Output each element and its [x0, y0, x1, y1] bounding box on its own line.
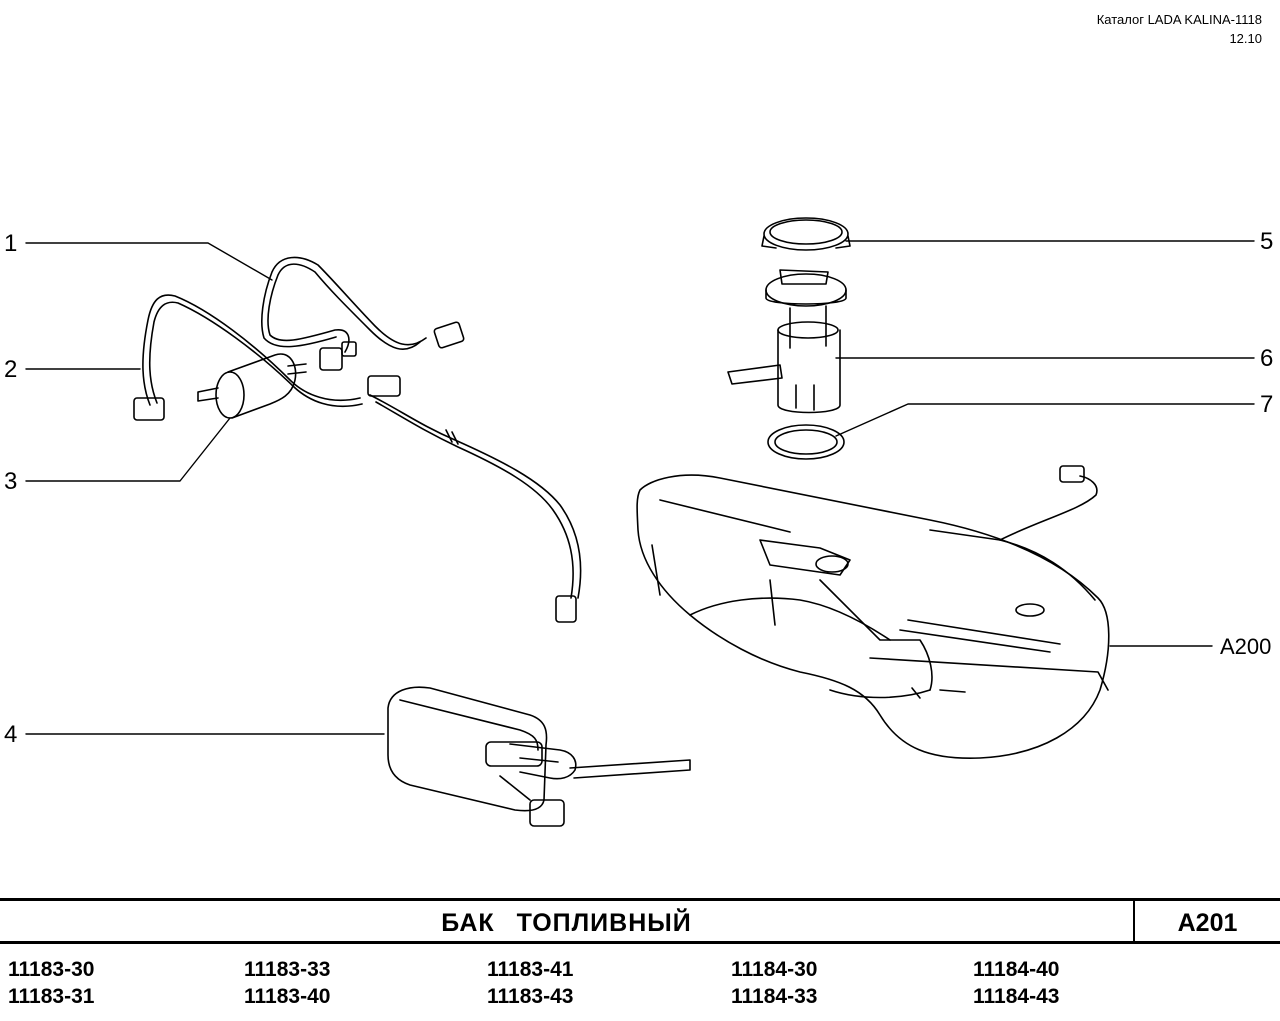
- title-block: БАК ТОПЛИВНЫЙ A201: [0, 898, 1280, 944]
- seal-ring-part-7: [767, 424, 845, 460]
- model-code: 11184-30: [731, 958, 818, 981]
- fuel-tank-a200: [636, 465, 1110, 759]
- catalog-title: Каталог LADA KALINA-1118: [1096, 12, 1262, 27]
- callout-3: 3: [4, 468, 18, 495]
- callout-1: 1: [4, 230, 18, 257]
- model-code: 11183-30: [8, 958, 95, 981]
- callout-4: 4: [4, 721, 18, 748]
- callout-a200: A200: [1220, 634, 1272, 659]
- model-code: 11183-43: [487, 985, 574, 1008]
- model-code: 11184-43: [973, 985, 1060, 1008]
- callout-5: 5: [1260, 228, 1274, 255]
- model-code: 11183-40: [244, 985, 331, 1008]
- model-column: 11183-33 11183-40: [244, 956, 330, 1010]
- canister-part-4: [387, 686, 691, 827]
- leader-1: [25, 242, 273, 281]
- model-code: 11184-40: [973, 958, 1060, 981]
- revision-date: 12.10: [1229, 31, 1262, 46]
- fuel-line-part-2: [133, 294, 582, 623]
- callout-6: 6: [1260, 345, 1274, 372]
- model-column: 11183-41 11183-43: [487, 956, 573, 1010]
- model-code: 11183-33: [244, 958, 331, 981]
- title-divider: [1133, 901, 1135, 941]
- model-column: 11184-40 11184-43: [973, 956, 1059, 1010]
- model-column: 11184-30 11184-33: [731, 956, 817, 1010]
- model-code: 11183-41: [487, 958, 574, 981]
- fuel-filter-part-3: [197, 353, 297, 419]
- parts-diagram: [25, 217, 1255, 827]
- fuel-pump-part-6: [727, 269, 847, 414]
- callout-7: 7: [1260, 391, 1274, 418]
- lock-ring-part-5: [761, 217, 851, 251]
- model-column: 11183-30 11183-31: [8, 956, 94, 1010]
- leader-7: [835, 403, 1255, 437]
- leader-3: [25, 417, 231, 482]
- callout-2: 2: [4, 356, 18, 383]
- leader-lines: [25, 240, 1255, 735]
- sheet-code: A201: [1177, 909, 1238, 937]
- sheet-title: БАК ТОПЛИВНЫЙ: [441, 909, 692, 937]
- model-code: 11183-31: [8, 985, 95, 1008]
- fuel-line-part-1: [261, 256, 465, 375]
- model-code: 11184-33: [731, 985, 818, 1008]
